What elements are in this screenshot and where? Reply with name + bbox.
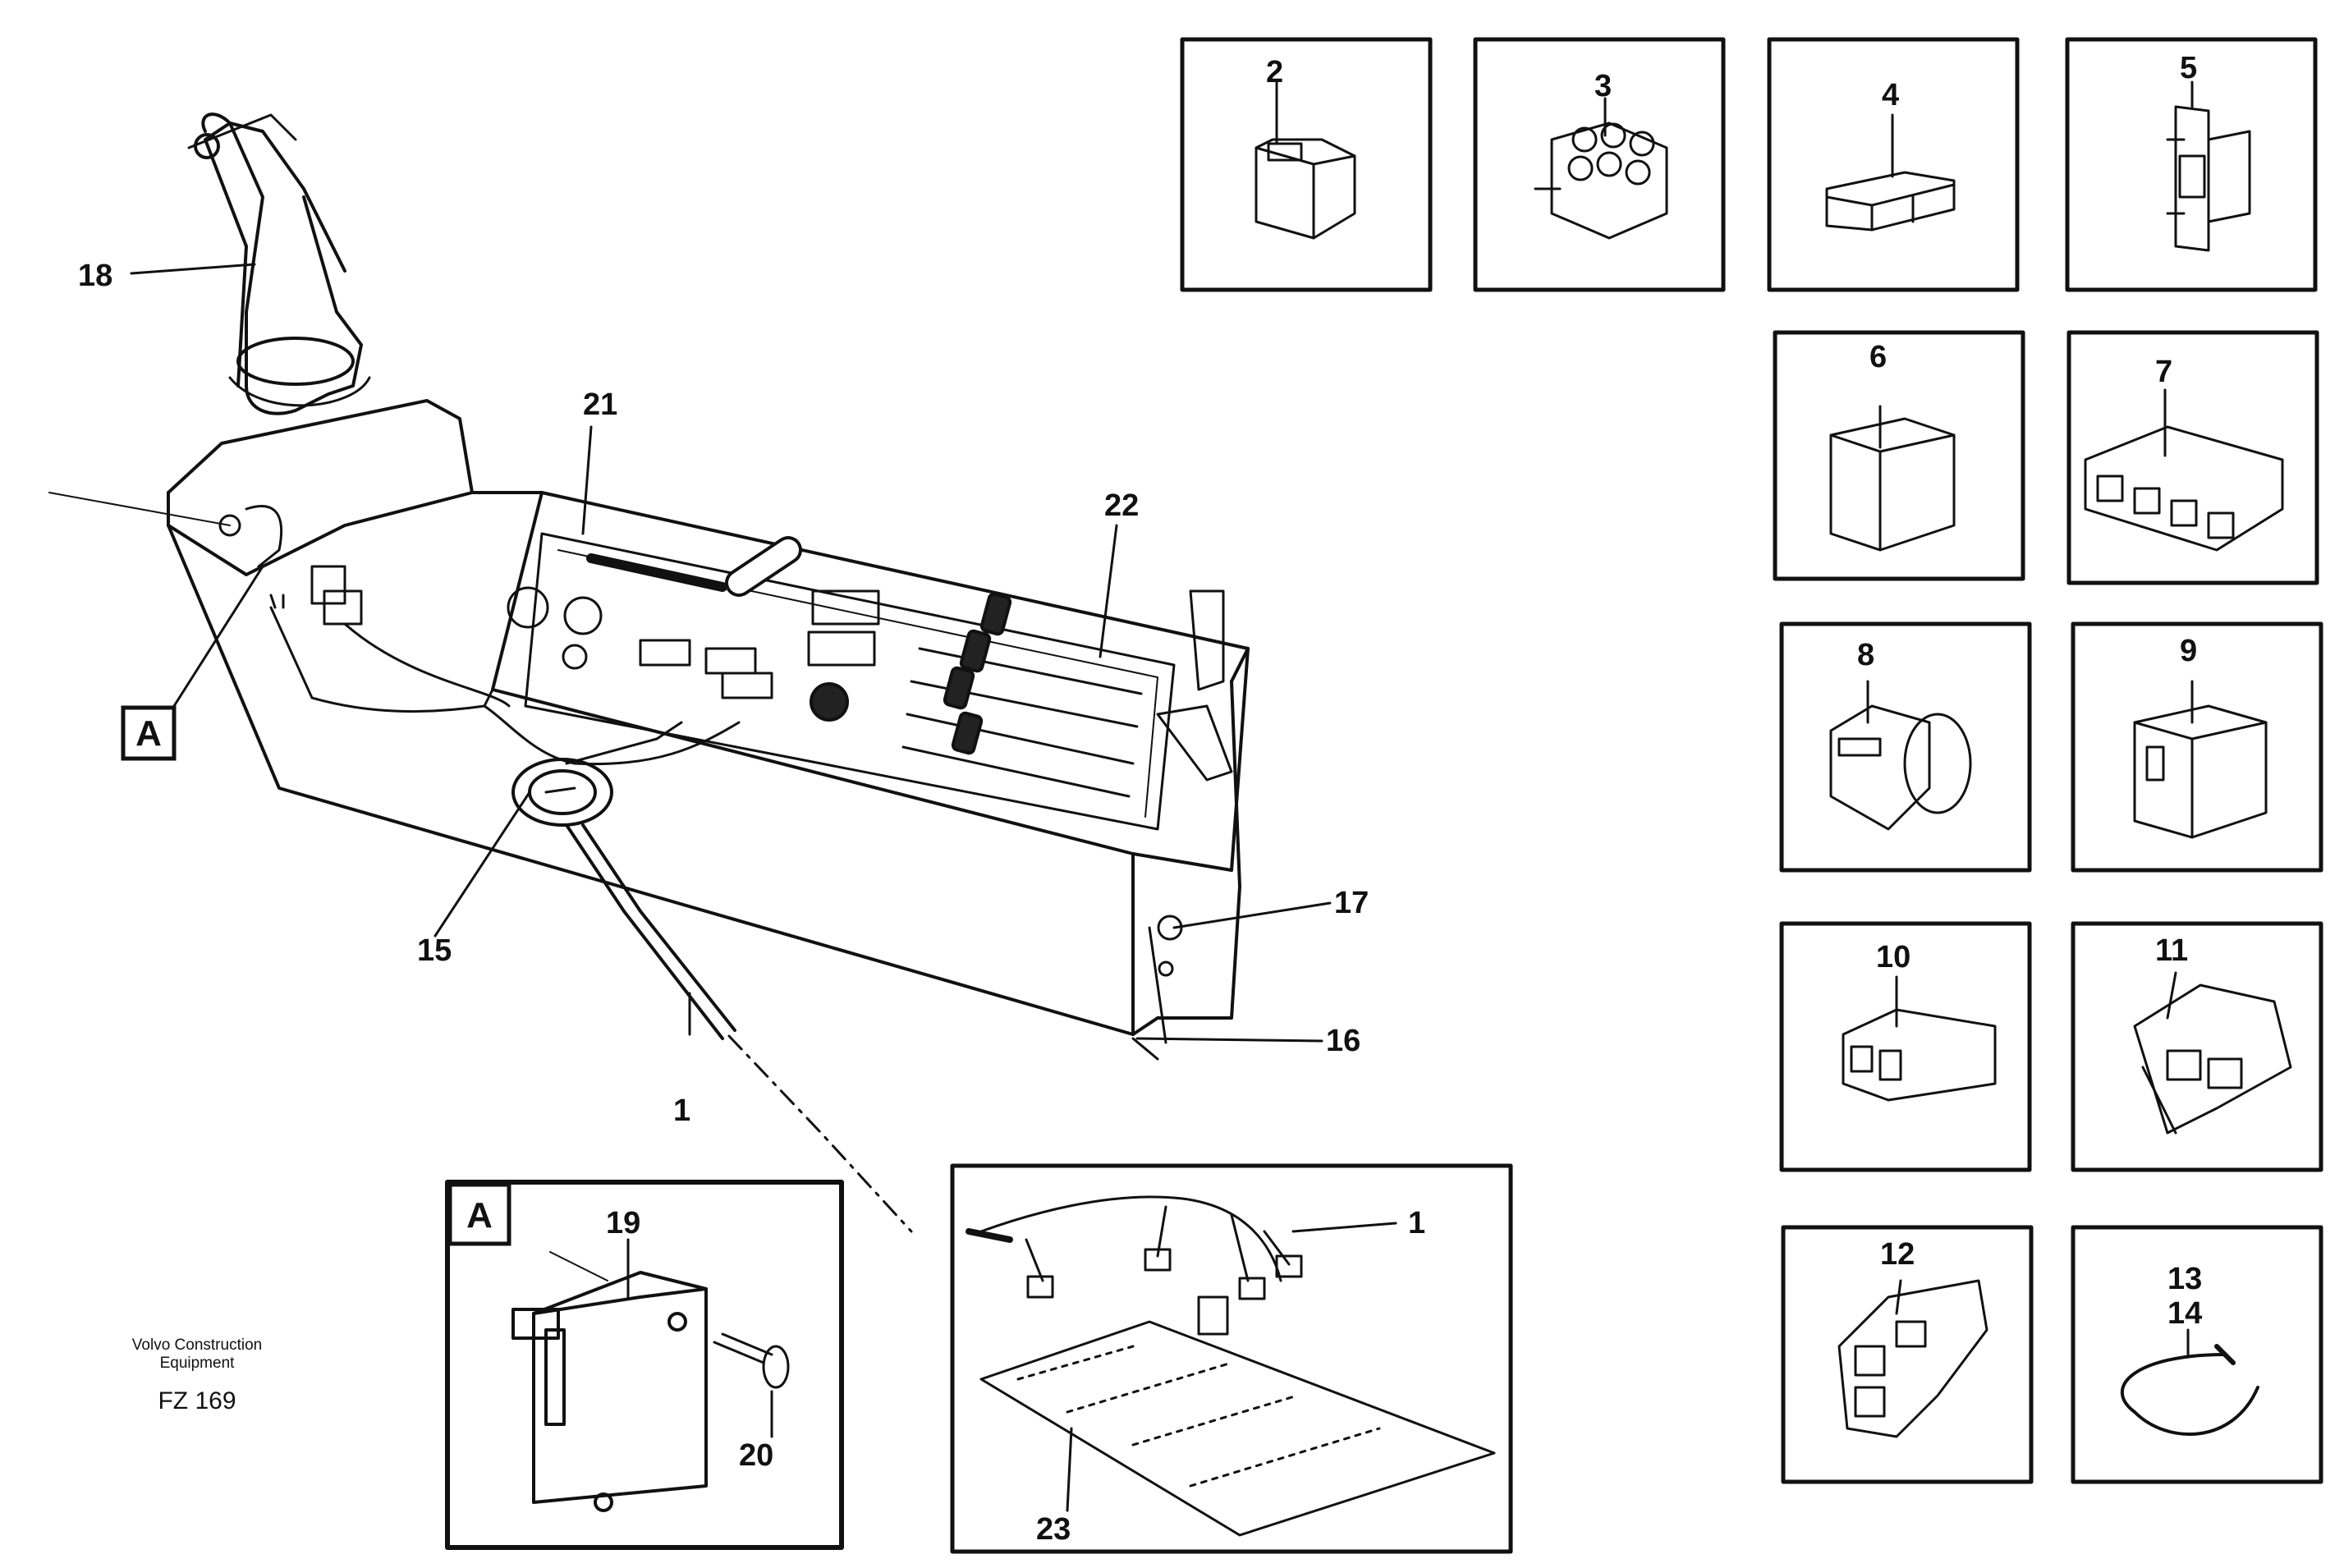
connector-11-icon [2133,983,2292,1135]
connector-9-icon [2133,704,2268,839]
manufacturer-line-1: Volvo Construction [131,1336,263,1354]
detail-box-12 [1781,1225,2034,1484]
figure-code: FZ 169 [158,1387,236,1414]
callout-4: 4 [1882,78,1899,112]
callout-7: 7 [2155,355,2172,389]
callout-1-detail: 1 [1408,1206,1425,1240]
connector-6-icon [1829,417,1956,552]
callout-6: 6 [1869,340,1887,374]
connector-2-icon [1255,138,1356,240]
callout-2: 2 [1266,55,1283,89]
detail-box-10 [1779,921,2032,1172]
callout-3: 3 [1594,69,1612,103]
detail-box-3 [1473,37,1726,292]
callout-8: 8 [1857,638,1874,672]
connector-12-icon [1837,1279,1989,1438]
manufacturer-caption: Volvo Construction Equipment [107,1336,287,1373]
detail-box-8 [1779,621,2032,873]
callout-10: 10 [1876,940,1911,974]
detail-box-2 [1180,37,1433,292]
connector-8-icon [1829,704,1972,831]
leader-lines [130,80,2194,1512]
callout-23: 23 [1036,1512,1071,1547]
callout-22: 22 [1104,488,1139,523]
detail-marker-a: A [121,705,177,761]
detail-box-4 [1767,37,2020,292]
callout-14: 14 [2167,1296,2202,1331]
connector-3-icon [1534,121,1668,240]
wiring-harness [269,565,741,766]
callout-20: 20 [739,1438,773,1473]
callout-17: 17 [1334,886,1369,920]
connector-7-icon [2084,425,2284,552]
control-console [167,399,1250,1061]
callout-18: 18 [78,259,112,293]
detail-box-a [445,1180,844,1550]
grommet [511,758,613,827]
joystick-handle [187,112,371,415]
connector-4-icon [1825,171,1956,232]
detail-box-5 [2065,37,2318,292]
relay-icon [511,1251,708,1512]
svg-text:A: A [135,713,162,754]
callout-9: 9 [2180,634,2197,668]
cable-tie-icon [2120,1344,2259,1436]
callout-1: 1 [673,1093,690,1128]
detail-box-9 [2071,621,2323,873]
callout-21: 21 [583,387,617,422]
callout-16: 16 [1326,1024,1360,1058]
svg-text:A: A [466,1195,493,1236]
callout-13: 13 [2167,1262,2202,1296]
detail-box-11 [2071,921,2323,1172]
callout-11: 11 [2155,933,2188,968]
screw-icon [713,1332,790,1389]
detail-box-7 [2066,330,2319,585]
callout-15: 15 [417,933,452,968]
callout-19: 19 [606,1206,640,1240]
connector-10-icon [1842,1008,1997,1102]
detail-box-6 [1773,330,2025,581]
callout-5: 5 [2180,51,2197,85]
connector-5-icon [2166,105,2251,252]
detail-box-1-23 [950,1163,1513,1554]
circuit-board-icon [966,1195,1496,1537]
manufacturer-line-2: Equipment [159,1355,235,1372]
detail-box-a-tag: A [447,1182,511,1246]
detail-box-13-14 [2071,1225,2323,1484]
callout-12: 12 [1880,1237,1915,1272]
